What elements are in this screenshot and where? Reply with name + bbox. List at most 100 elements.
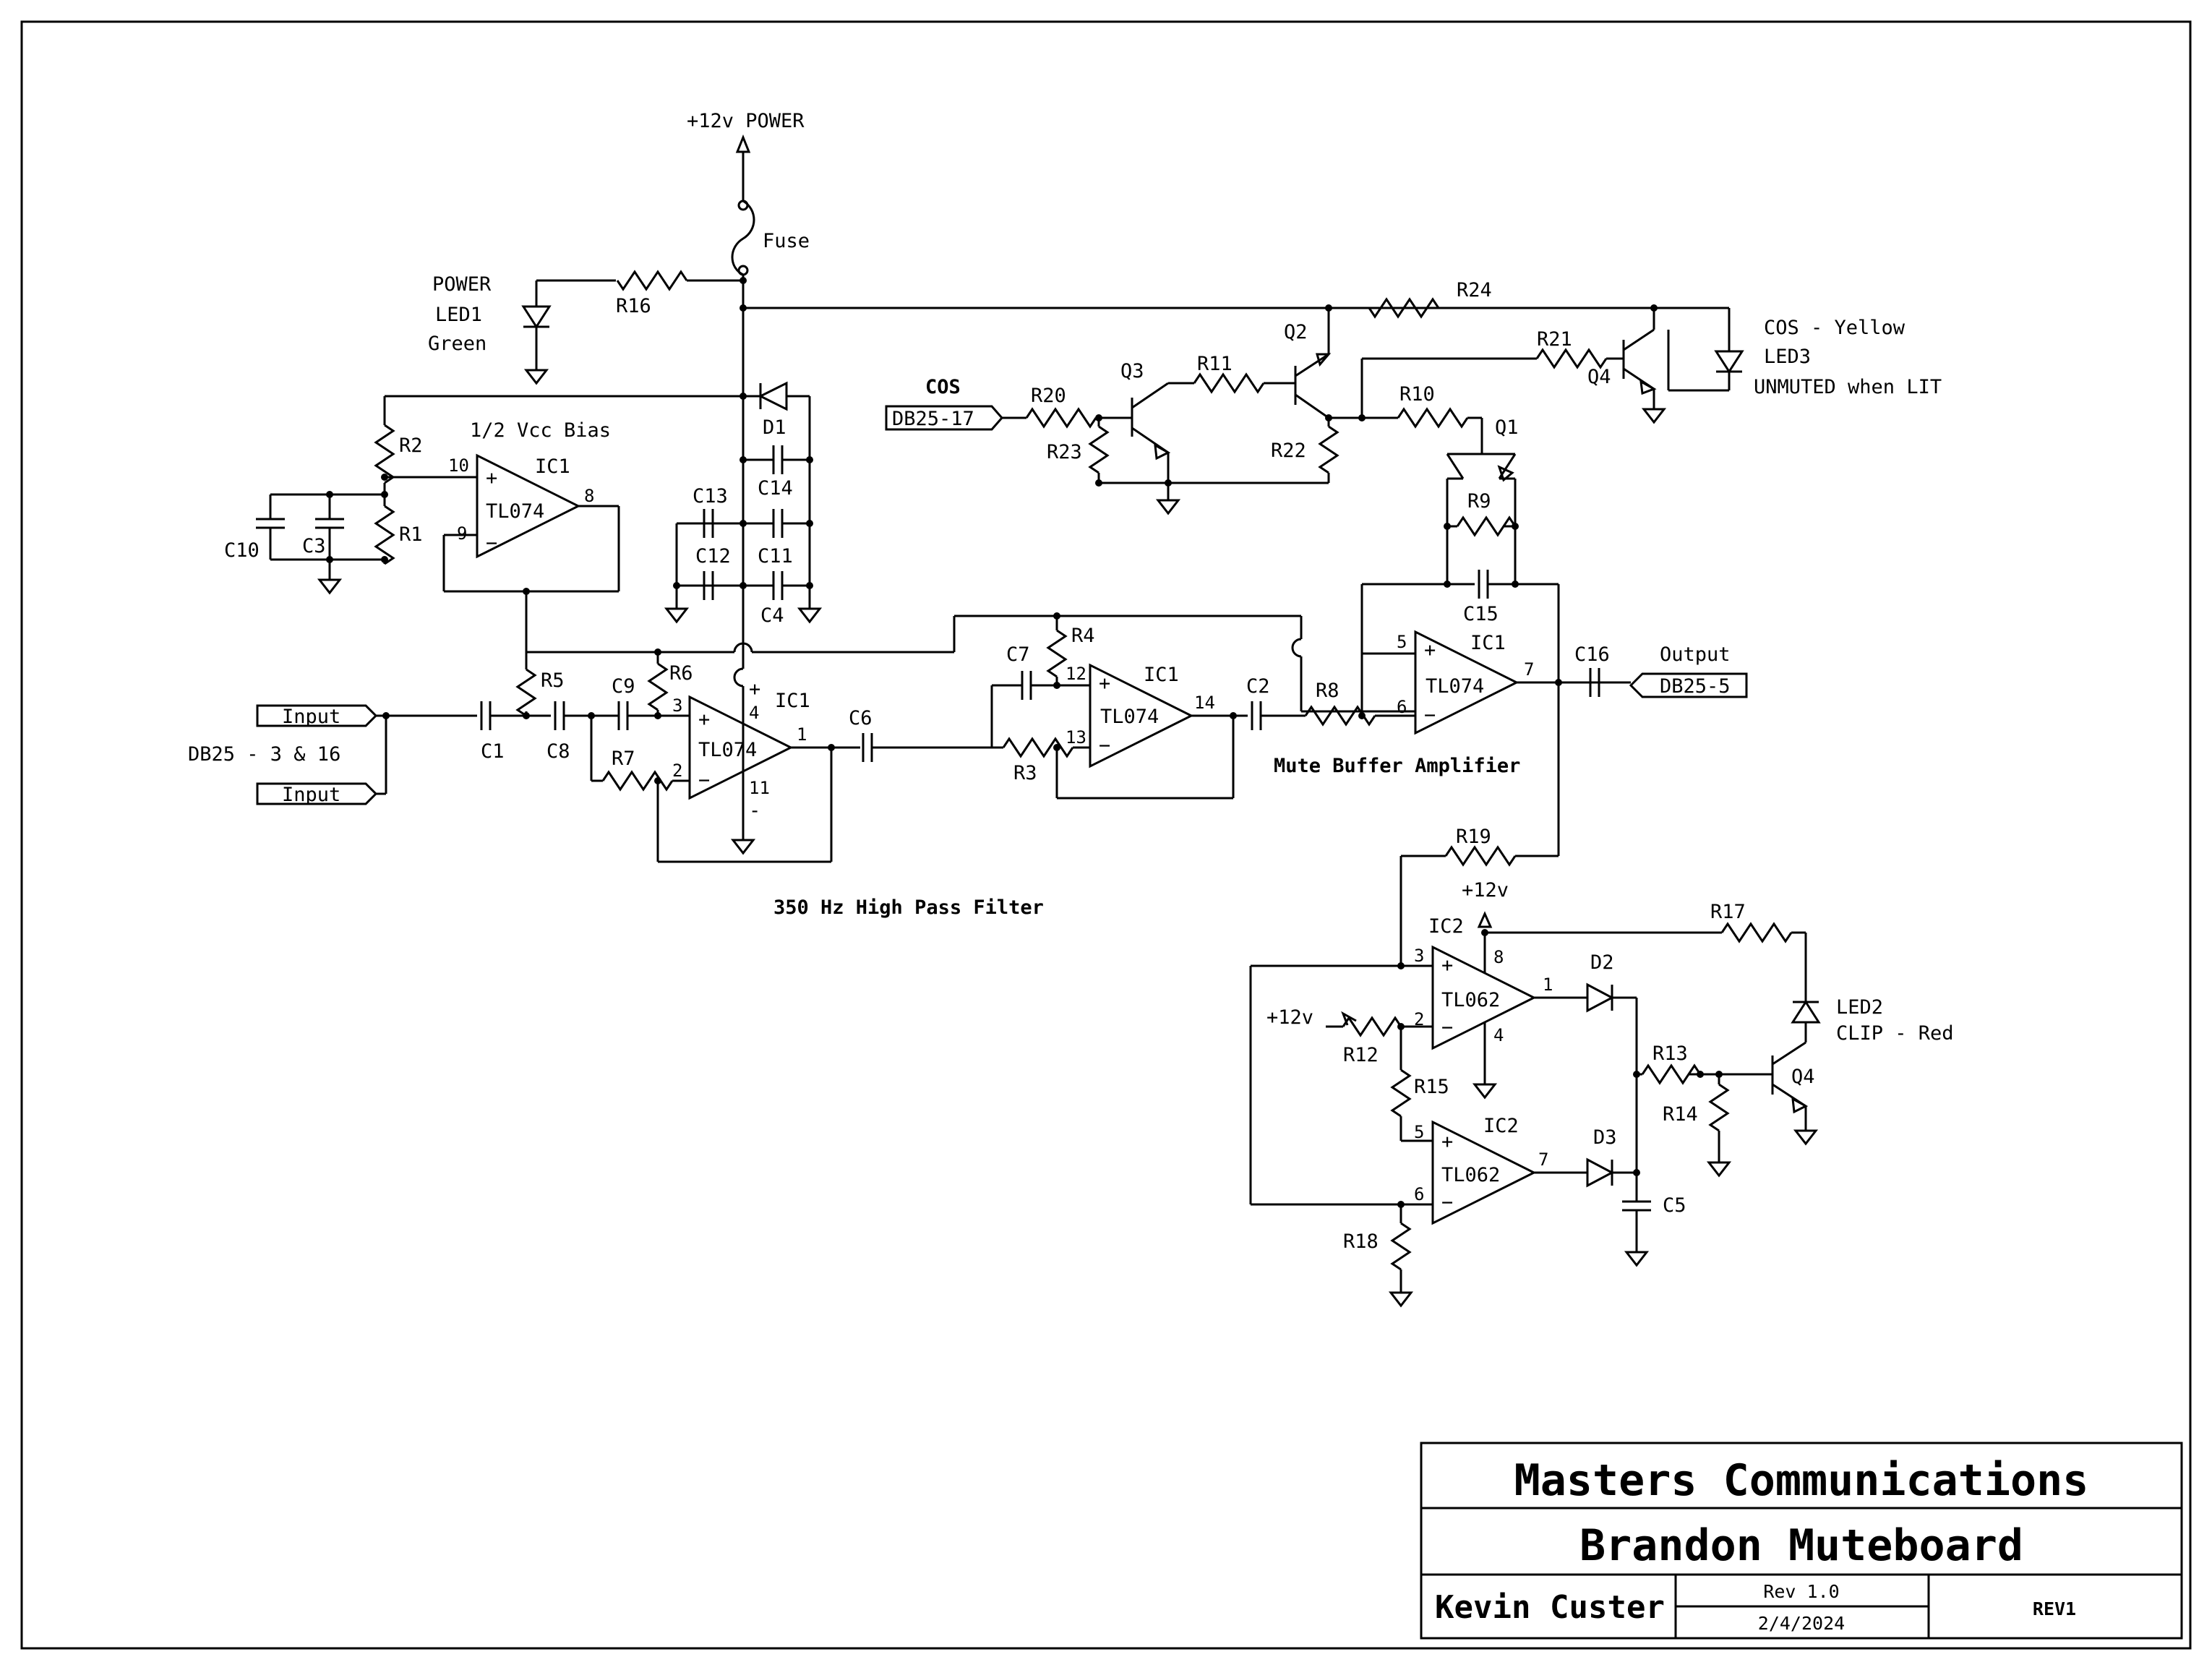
led1-color: Green <box>428 333 486 355</box>
d2-symbol <box>1586 982 1615 1013</box>
cos-label: COS <box>925 376 961 398</box>
in-pin-vplus: 4 <box>749 703 759 723</box>
led3-caption: COS - Yellow <box>1764 317 1906 339</box>
svg-text:+: + <box>1441 1131 1453 1153</box>
tb-rev: Rev 1.0 <box>1763 1581 1839 1602</box>
d1-label: D1 <box>763 416 786 439</box>
in-part-label: TL074 <box>698 739 757 761</box>
r10-label: R10 <box>1399 383 1435 406</box>
s2-ic-label: IC1 <box>1144 664 1179 686</box>
supply-label: +12v POWER <box>687 110 805 132</box>
c8-label: C8 <box>546 740 570 763</box>
c3-label: C3 <box>302 535 326 557</box>
s2-pin-minus: 13 <box>1066 727 1086 748</box>
cos-connector-label: DB25-17 <box>892 408 974 430</box>
d3-label: D3 <box>1593 1126 1617 1149</box>
q3-label: Q3 <box>1120 360 1144 382</box>
bias-part-label: TL074 <box>486 500 544 523</box>
output-conn-label: DB25-5 <box>1660 675 1731 698</box>
c11-label: C11 <box>758 545 793 568</box>
output-label: Output <box>1660 643 1731 666</box>
led3-note: UNMUTED when LIT <box>1754 376 1942 398</box>
in-minus-sign: - <box>749 800 760 822</box>
q4-clip-label: Q4 <box>1791 1066 1815 1088</box>
mb-pin-plus: 5 <box>1397 632 1407 652</box>
svg-text:−: − <box>486 532 497 554</box>
svg-text:+: + <box>1099 672 1110 695</box>
r7-label: R7 <box>612 748 635 770</box>
svg-text:−: − <box>1441 1016 1453 1039</box>
power-caption: POWER <box>432 273 492 296</box>
r1-label: R1 <box>399 523 423 546</box>
c4-label: C4 <box>760 604 784 627</box>
cb-pin-minus: 6 <box>1414 1184 1424 1204</box>
tb-author: Kevin Custer <box>1435 1589 1665 1626</box>
r16-label: R16 <box>616 295 651 317</box>
mb-ic-label: IC1 <box>1470 632 1506 654</box>
r17-label: R17 <box>1710 901 1746 923</box>
c10-label: C10 <box>224 539 260 562</box>
led2-symbol <box>1791 1000 1821 1024</box>
r2-label: R2 <box>399 434 423 457</box>
bias-section: R2 R1 C10 C3 1/2 Vcc Bias IC1 TL074 10 9… <box>224 396 620 668</box>
r22-label: R22 <box>1271 440 1306 462</box>
mb-pin-minus: 6 <box>1397 697 1407 717</box>
input-stage: Input Input DB25 - 3 & 16 C1 R5 C8 C9 R6… <box>188 615 1362 919</box>
c14-label: C14 <box>758 477 793 500</box>
ca-pin-out: 1 <box>1543 975 1553 995</box>
cb-pin-out: 7 <box>1538 1149 1548 1170</box>
c7-label: C7 <box>1006 643 1030 666</box>
r6-label: R6 <box>669 662 693 685</box>
fuse-label: Fuse <box>763 230 810 252</box>
svg-text:−: − <box>1099 735 1110 757</box>
ca-pin-vp: 8 <box>1493 947 1504 967</box>
mb-pin-out: 7 <box>1524 659 1534 680</box>
r8-label: R8 <box>1316 680 1339 702</box>
led2-caption: CLIP - Red <box>1836 1022 1954 1045</box>
clip-section: + − 3 2 8 4 1 IC2 TL062 +12v D2 +12v R12… <box>1249 856 1954 1307</box>
ic2a-label: IC2 <box>1428 915 1464 938</box>
d3-symbol <box>1586 1157 1615 1188</box>
vcc-label: +12v <box>1462 879 1509 902</box>
c2-label: C2 <box>1246 675 1270 698</box>
r9-label: R9 <box>1467 490 1491 513</box>
led3-symbol <box>1714 350 1744 374</box>
bias-pin-plus: 10 <box>448 455 469 476</box>
input-connector-b <box>256 782 378 805</box>
fuse-symbol <box>731 200 755 276</box>
svg-text:+: + <box>698 708 710 731</box>
second-stage: R4 C7 R3 + − 12 13 14 IC1 TL074 C2 R8 <box>990 612 1415 800</box>
r18-label: R18 <box>1343 1230 1379 1253</box>
c13-label: C13 <box>693 485 728 508</box>
r19-label: R19 <box>1456 826 1491 848</box>
s2-part-label: TL074 <box>1100 706 1159 728</box>
bias-title: 1/2 Vcc Bias <box>470 419 611 442</box>
cb-pin-plus: 5 <box>1414 1122 1424 1142</box>
tb-project: Brandon Muteboard <box>1579 1520 2023 1571</box>
decoupling-section: C14 C13 C12 C11 C4 <box>665 444 821 627</box>
in-ic-label: IC1 <box>775 690 810 712</box>
cos-connector <box>885 405 1003 431</box>
svg-text:−: − <box>698 769 710 792</box>
r13-label: R13 <box>1652 1042 1688 1065</box>
led3-label: LED3 <box>1764 346 1811 368</box>
cos-section: COS DB25-17 R20 R23 Q3 R11 Q2 <box>885 307 1942 515</box>
mb-part-label: TL074 <box>1426 675 1484 698</box>
r24-label: R24 <box>1457 279 1492 301</box>
svg-text:−: − <box>1441 1191 1453 1214</box>
svg-text:+: + <box>486 467 497 489</box>
mute-buffer-caption: Mute Buffer Amplifier <box>1274 755 1520 777</box>
in-pin-minus: 2 <box>672 761 682 781</box>
power-section: +12v POWER Fuse R16 POWER LED1 Green R24 <box>385 110 1729 831</box>
svg-text:−: − <box>1424 704 1436 727</box>
c1-label: C1 <box>481 740 505 763</box>
tb-company: Masters Communications <box>1514 1455 2089 1506</box>
c15-label: C15 <box>1463 603 1499 625</box>
r4-label: R4 <box>1071 625 1095 647</box>
r20-label: R20 <box>1031 385 1066 407</box>
s2-pin-out: 14 <box>1194 693 1215 713</box>
ca-pin-minus: 2 <box>1414 1009 1424 1029</box>
r23-label: R23 <box>1047 441 1082 463</box>
in-pin-out: 1 <box>797 724 807 745</box>
